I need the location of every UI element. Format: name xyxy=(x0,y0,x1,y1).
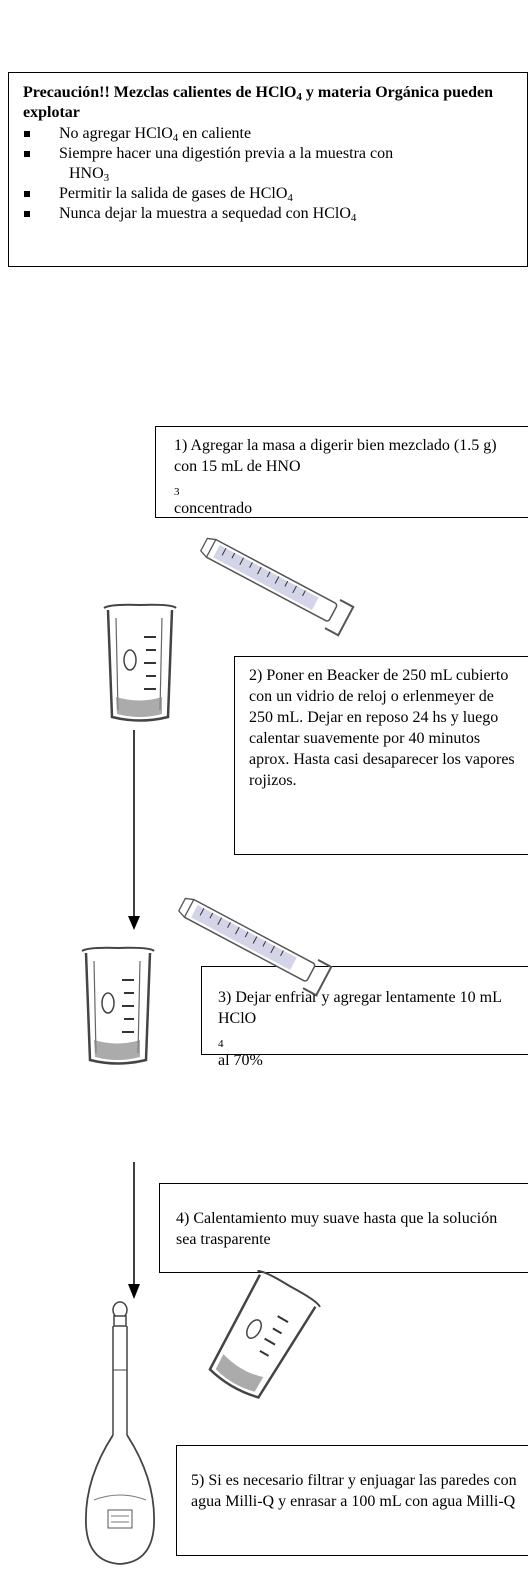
graduated-cylinder-icon xyxy=(177,897,333,997)
volumetric-flask-icon xyxy=(85,1301,155,1565)
step-1-text: 1) Agregar la masa a digerir bien mezcla… xyxy=(174,437,497,517)
beaker-icon xyxy=(81,946,155,1065)
warning-list: No agregar HClO4 en caliente Siempre hac… xyxy=(23,124,517,224)
graduated-cylinder-icon xyxy=(199,537,355,637)
step-4-text: 4) Calentamiento muy suave hasta que la … xyxy=(176,1210,498,1248)
warning-item: Siempre hacer una digestión previa a la … xyxy=(23,144,517,184)
warning-item: No agregar HClO4 en caliente xyxy=(23,124,517,144)
step-2-text: 2) Poner en Beacker de 250 mL cubierto c… xyxy=(249,667,515,789)
step-3-text: 3) Dejar enfriar y agregar lentamente 10… xyxy=(218,989,502,1069)
step-2-box: 2) Poner en Beacker de 250 mL cubierto c… xyxy=(234,656,528,855)
warning-title: Precaución!! Mezclas calientes de HClO4 … xyxy=(23,84,493,121)
down-arrow-icon xyxy=(128,730,140,930)
step-3-box: 3) Dejar enfriar y agregar lentamente 10… xyxy=(201,966,528,1069)
warning-item: Permitir la salida de gases de HClO4 xyxy=(23,184,517,204)
down-arrow-icon xyxy=(128,1162,140,1299)
step-4-box: 4) Calentamiento muy suave hasta que la … xyxy=(159,1183,528,1273)
beaker-icon xyxy=(103,603,177,722)
step-5-box: 5) Si es necesario filtrar y enjuagar la… xyxy=(176,1445,528,1556)
step-1-box: 1) Agregar la masa a digerir bien mezcla… xyxy=(155,426,528,518)
beaker-icon xyxy=(208,1270,321,1399)
step-5-text: 5) Si es necesario filtrar y enjuagar la… xyxy=(191,1472,517,1510)
warning-box: Precaución!! Mezclas calientes de HClO4 … xyxy=(8,72,528,267)
warning-item: Nunca dejar la muestra a sequedad con HC… xyxy=(23,204,517,224)
